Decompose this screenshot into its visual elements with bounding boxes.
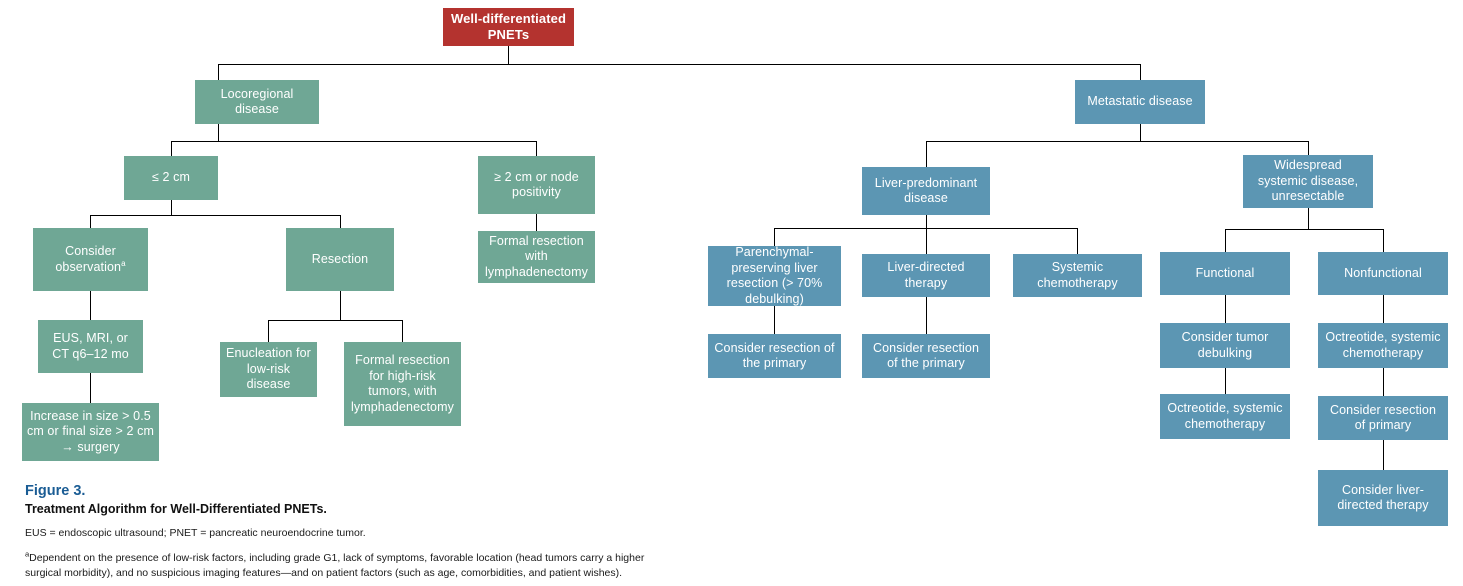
connector-locoregional-bus xyxy=(171,141,537,142)
connector-to-liver-predominant xyxy=(926,141,927,167)
node-label: Well-differentiated PNETs xyxy=(450,11,567,42)
node-ge-2cm-or-node-positivity[interactable]: ≥ 2 cm or node positivity xyxy=(478,156,595,214)
connector-debulking-to-octreotide xyxy=(1225,368,1226,394)
node-consider-liver-directed-therapy[interactable]: Consider liver-directed therapy xyxy=(1318,470,1448,526)
node-label: Consider tumor debulking xyxy=(1181,330,1269,360)
footnote-marker-a: a xyxy=(121,258,126,268)
connector-to-nonfunctional xyxy=(1383,229,1384,252)
connector-to-formal-highrisk xyxy=(402,320,403,342)
figure-caption: Figure 3. Treatment Algorithm for Well-D… xyxy=(25,482,725,580)
node-formal-resection-with-lymphadenectomy[interactable]: Formal resection with lymphadenectomy xyxy=(478,231,595,283)
connector-to-ge2cm xyxy=(536,141,537,156)
figure-title: Treatment Algorithm for Well-Differentia… xyxy=(25,502,327,516)
node-label: ≤ 2 cm xyxy=(151,170,191,185)
node-label: Consider resection of the primary xyxy=(872,340,980,371)
node-label: Octreotide, systemic chemotherapy xyxy=(1325,330,1441,360)
connector-consider-resection-to-liver-directed xyxy=(1383,440,1384,470)
node-label: EUS, MRI, or CT q6–12 mo xyxy=(52,331,129,361)
node-label: Nonfunctional xyxy=(1344,265,1422,280)
connector-to-functional xyxy=(1225,229,1226,252)
connector-le2cm-stem xyxy=(171,200,172,215)
node-label: Metastatic disease xyxy=(1087,94,1193,109)
node-widespread-systemic-disease-unresectable[interactable]: Widespread systemic disease, unresectabl… xyxy=(1243,155,1373,208)
connector-functional-to-debulking xyxy=(1225,295,1226,323)
node-consider-resection-of-the-primary-1[interactable]: Consider resection of the primary xyxy=(708,334,841,378)
connector-surveillance-to-increase xyxy=(90,373,91,403)
connector-to-systemic-chemo xyxy=(1077,228,1078,254)
node-resection[interactable]: Resection xyxy=(286,228,394,291)
node-increase-in-size-surgery[interactable]: Increase in size > 0.5 cm or final size … xyxy=(22,403,159,461)
node-label: Liver-predominant disease xyxy=(874,175,978,206)
connector-to-enucleation xyxy=(268,320,269,342)
connector-ge2cm-to-formal xyxy=(536,214,537,231)
node-liver-directed-therapy[interactable]: Liver-directed therapy xyxy=(862,254,990,297)
connector-locoregional-stem xyxy=(218,124,219,141)
node-label: Systemic chemotherapy xyxy=(1037,260,1118,290)
node-nonfunctional[interactable]: Nonfunctional xyxy=(1318,252,1448,295)
node-octreotide-systemic-chemotherapy-nonfunctional[interactable]: Octreotide, systemic chemotherapy xyxy=(1318,323,1448,368)
node-consider-tumor-debulking[interactable]: Consider tumor debulking xyxy=(1160,323,1290,368)
node-parenchymal-preserving-liver-resection[interactable]: Parenchymal-preserving liver resection (… xyxy=(708,245,841,306)
connector-to-le2cm xyxy=(171,141,172,156)
node-label: Enucleation for low-risk disease xyxy=(226,346,311,392)
node-label: Consider observationa xyxy=(55,244,126,274)
connector-nonfunctional-to-octreotide xyxy=(1383,295,1384,323)
footnote-text: Dependent on the presence of low-risk fa… xyxy=(25,552,645,579)
connector-le2cm-bus xyxy=(90,215,340,216)
figure-footnote: aDependent on the presence of low-risk f… xyxy=(25,549,650,580)
figure-number: Figure 3. xyxy=(25,483,86,499)
node-systemic-chemotherapy[interactable]: Systemic chemotherapy xyxy=(1013,254,1142,297)
connector-resection-stem xyxy=(340,291,341,320)
node-label: Consider liver-directed therapy xyxy=(1337,482,1429,513)
node-label: Consider resection of the primary xyxy=(714,340,835,371)
node-consider-resection-of-primary[interactable]: Consider resection of primary xyxy=(1318,396,1448,440)
node-label: Octreotide, systemic chemotherapy xyxy=(1167,401,1283,431)
node-locoregional-disease[interactable]: Locoregional disease xyxy=(195,80,319,124)
connector-liver-pred-stem xyxy=(926,215,927,228)
node-formal-resection-for-high-risk-tumors[interactable]: Formal resection for high-risk tumors, w… xyxy=(344,342,461,426)
connector-to-resection xyxy=(340,215,341,228)
connector-liver-directed-to-consider-resection xyxy=(926,297,927,334)
node-metastatic-disease[interactable]: Metastatic disease xyxy=(1075,80,1205,124)
footnote-marker-a-caption: a xyxy=(25,549,30,559)
connector-root-bus xyxy=(218,64,1141,65)
node-label: Formal resection with lymphadenectomy xyxy=(485,233,588,279)
connector-to-metastatic xyxy=(1140,64,1141,80)
connector-parenchymal-to-consider-resection xyxy=(774,306,775,334)
connector-resection-bus xyxy=(268,320,403,321)
node-functional[interactable]: Functional xyxy=(1160,252,1290,295)
connector-octreotide-to-consider-resection xyxy=(1383,368,1384,396)
connector-observation-to-surveillance xyxy=(90,291,91,320)
connector-widespread-bus xyxy=(1225,229,1383,230)
node-label: Increase in size > 0.5 cm or final size … xyxy=(27,408,154,454)
node-label: Resection xyxy=(311,251,369,266)
connector-to-locoregional xyxy=(218,64,219,80)
node-octreotide-systemic-chemotherapy-functional[interactable]: Octreotide, systemic chemotherapy xyxy=(1160,394,1290,439)
connector-to-parenchymal xyxy=(774,228,775,246)
node-label: Formal resection for high-risk tumors, w… xyxy=(351,353,454,414)
connector-metastatic-stem xyxy=(1140,124,1141,141)
node-enucleation-for-low-risk-disease[interactable]: Enucleation for low-risk disease xyxy=(220,342,317,397)
connector-widespread-stem xyxy=(1308,208,1309,229)
node-label: Locoregional disease xyxy=(220,86,294,117)
connector-root-stem xyxy=(508,46,509,64)
node-well-differentiated-pnets[interactable]: Well-differentiated PNETs xyxy=(443,8,574,46)
connector-to-widespread xyxy=(1308,141,1309,155)
figure-abbreviations: EUS = endoscopic ultrasound; PNET = panc… xyxy=(25,527,366,539)
node-label: Parenchymal-preserving liver resection (… xyxy=(726,245,823,306)
connector-metastatic-bus xyxy=(926,141,1309,142)
node-consider-observation[interactable]: Consider observationa xyxy=(33,228,148,291)
node-label: ≥ 2 cm or node positivity xyxy=(494,169,579,200)
node-eus-mri-or-ct-surveillance[interactable]: EUS, MRI, or CT q6–12 mo xyxy=(38,320,143,373)
node-label: Liver-directed therapy xyxy=(887,260,965,290)
node-liver-predominant-disease[interactable]: Liver-predominant disease xyxy=(862,167,990,215)
connector-to-liver-directed xyxy=(926,228,927,254)
node-label: Functional xyxy=(1195,265,1255,280)
node-consider-resection-of-the-primary-2[interactable]: Consider resection of the primary xyxy=(862,334,990,378)
node-label: Widespread systemic disease, unresectabl… xyxy=(1257,158,1359,204)
connector-to-observation xyxy=(90,215,91,228)
node-label: Consider resection of primary xyxy=(1329,402,1437,433)
node-le-2cm[interactable]: ≤ 2 cm xyxy=(124,156,218,200)
